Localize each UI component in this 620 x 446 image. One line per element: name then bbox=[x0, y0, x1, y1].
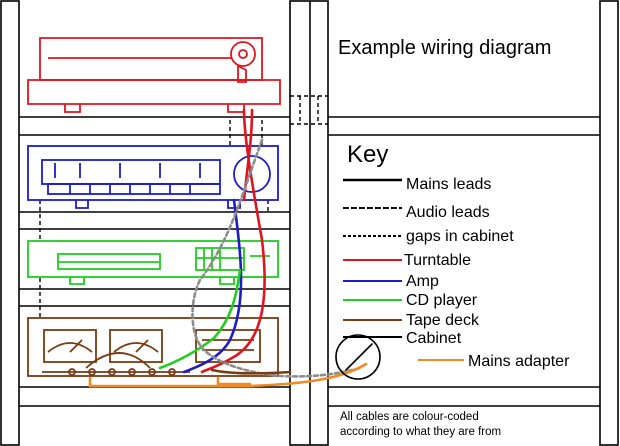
key-label: CD player bbox=[406, 292, 478, 309]
amp bbox=[27, 145, 279, 209]
mains-adapter-cable bbox=[88, 362, 368, 388]
mains-socket bbox=[335, 334, 381, 380]
key-label: Audio leads bbox=[406, 204, 490, 221]
cd-cable bbox=[158, 268, 242, 370]
key-label: Amp bbox=[406, 273, 439, 290]
footnote-line-2: according to what they are from bbox=[340, 426, 501, 438]
tape-cable bbox=[210, 368, 292, 375]
key-label: Tape deck bbox=[406, 312, 480, 329]
diagram-title: Example wiring diagram bbox=[338, 37, 551, 59]
key-label: Mains adapter bbox=[468, 353, 570, 370]
key-heading: Key bbox=[347, 141, 388, 168]
turntable bbox=[27, 37, 281, 113]
key-label: gaps in cabinet bbox=[406, 228, 514, 245]
key-label: Turntable bbox=[404, 252, 471, 269]
amp-mains-cable bbox=[182, 198, 243, 374]
cabinet-left-post bbox=[0, 0, 20, 446]
tape-deck bbox=[27, 317, 279, 377]
cabinet-right-post bbox=[599, 0, 619, 446]
key-legend: Key bbox=[347, 141, 388, 168]
mains-adapter-cable-2 bbox=[216, 376, 252, 386]
cd-player bbox=[27, 240, 279, 285]
cabinet-middle-post bbox=[289, 0, 329, 446]
key-label: Mains leads bbox=[406, 176, 491, 193]
gap-cable bbox=[191, 138, 362, 378]
cables bbox=[88, 108, 381, 388]
key-label: Cabinet bbox=[406, 330, 462, 347]
footnote-line-1: All cables are colour-coded bbox=[340, 411, 479, 423]
